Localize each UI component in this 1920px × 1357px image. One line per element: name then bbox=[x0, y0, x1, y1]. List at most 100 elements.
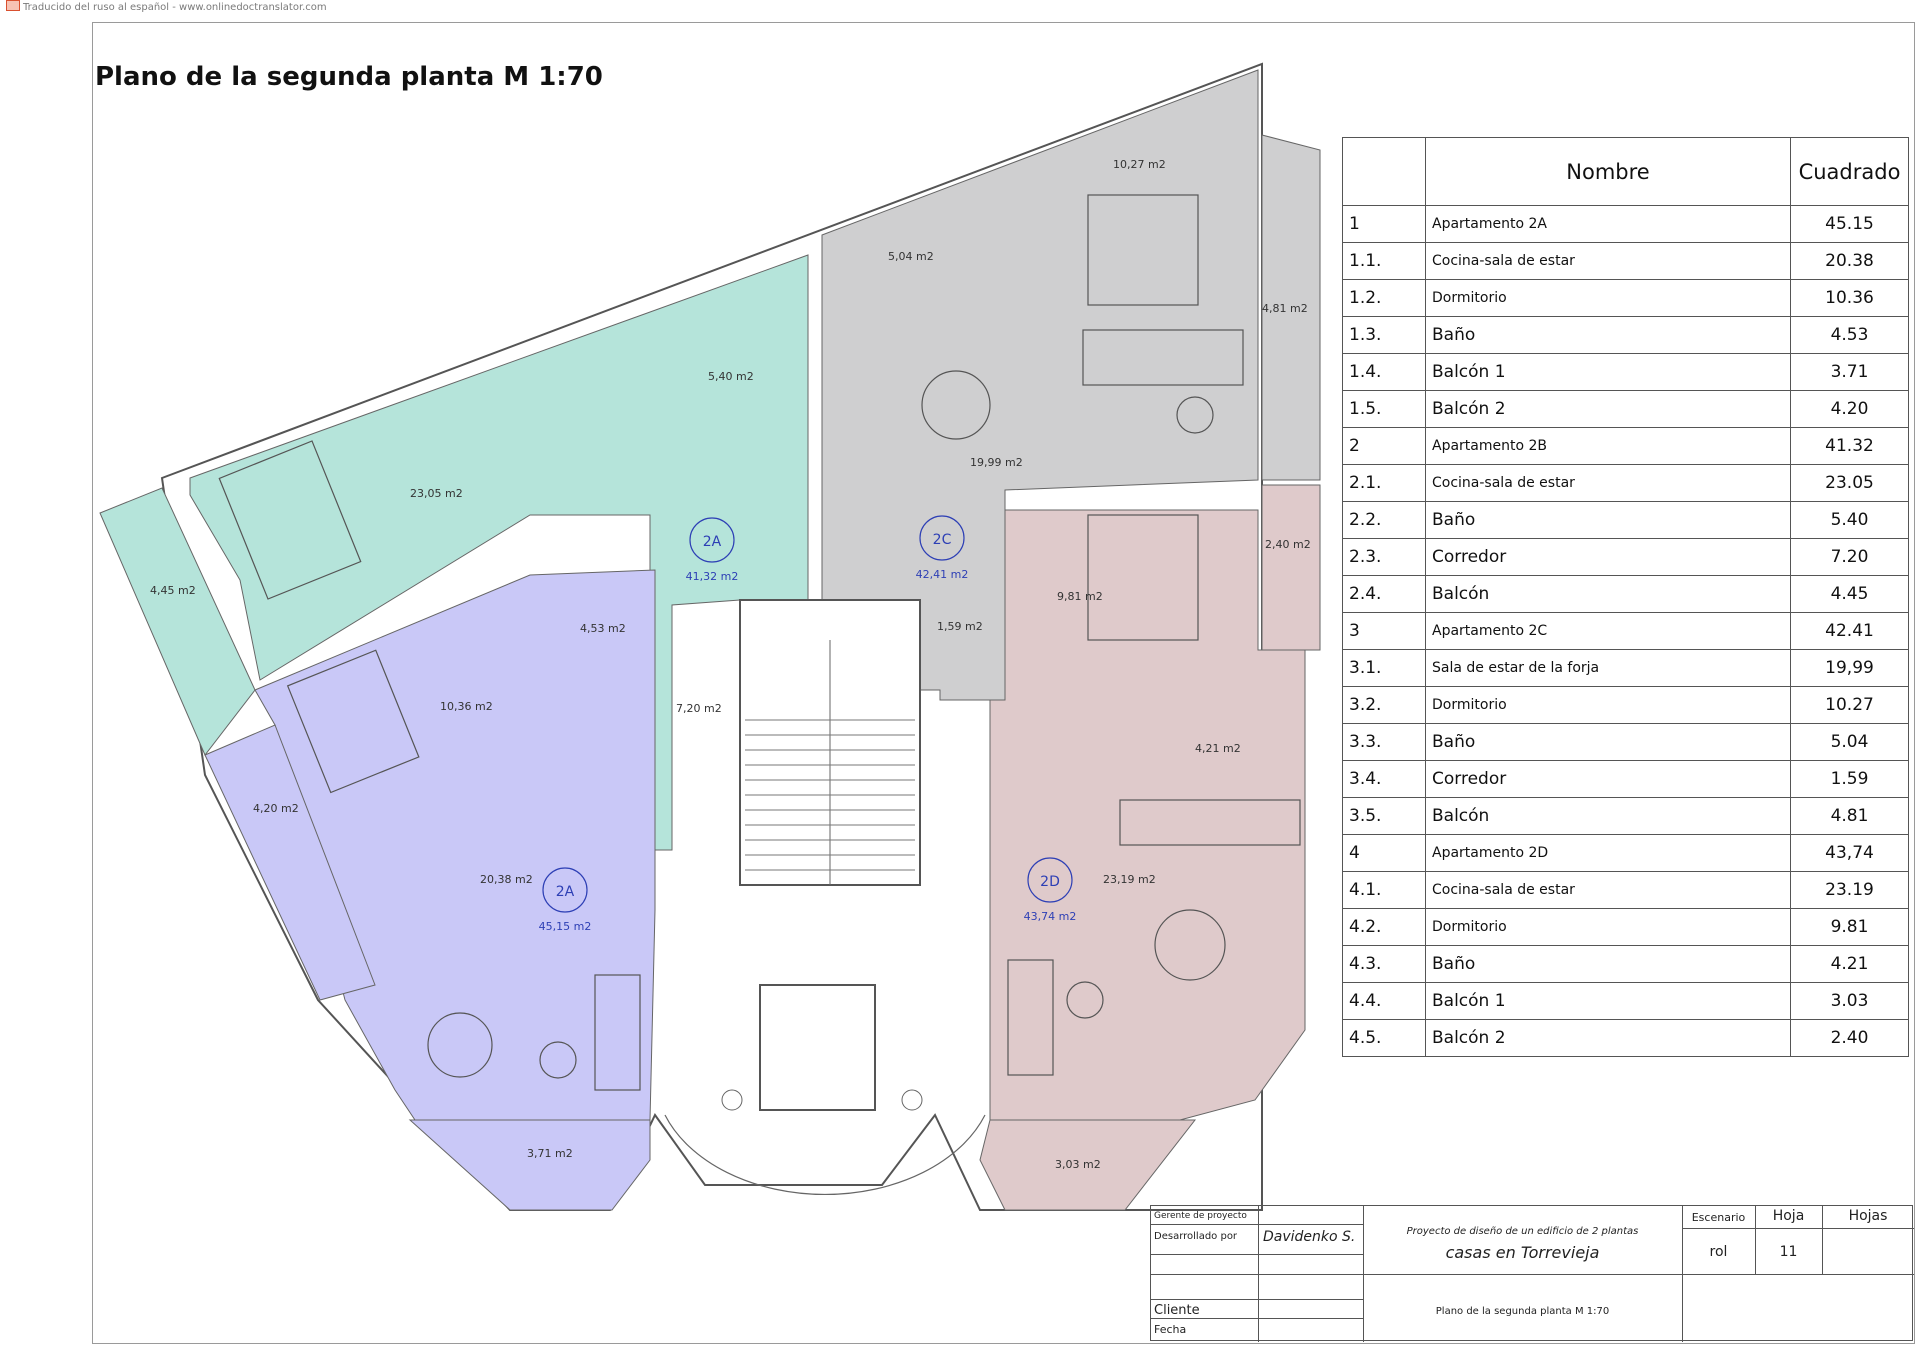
svg-text:41,32 m2: 41,32 m2 bbox=[686, 570, 739, 583]
stool-2a bbox=[539, 1041, 577, 1079]
stool-2d bbox=[1066, 981, 1104, 1019]
apartment-marker-2a: 2A 45,15 m2 bbox=[539, 867, 592, 933]
schedule-cell-name: Dormitorio bbox=[1425, 908, 1791, 946]
schedule-cell-num: 2.3. bbox=[1342, 538, 1426, 576]
schedule-cell-name: Balcón 2 bbox=[1425, 1019, 1791, 1057]
column-left bbox=[721, 1089, 743, 1111]
schedule-cell-num: 3.5. bbox=[1342, 797, 1426, 835]
column-right bbox=[901, 1089, 923, 1111]
stage-label: Escenario bbox=[1691, 1211, 1746, 1224]
sheet-value: 11 bbox=[1779, 1244, 1798, 1260]
schedule-cell-area: 43,74 bbox=[1790, 834, 1909, 872]
schedule-cell-area: 19,99 bbox=[1790, 649, 1909, 687]
banner-text: Traducido del ruso al español - www.onli… bbox=[23, 2, 327, 13]
schedule-cell-area: 4.45 bbox=[1790, 575, 1909, 613]
schedule-cell-area: 4.21 bbox=[1790, 945, 1909, 983]
schedule-cell-num: 1.3. bbox=[1342, 316, 1426, 354]
area-label: 9,81 m2 bbox=[1057, 590, 1103, 603]
furniture bbox=[218, 194, 1301, 1091]
apartment-marker-2d: 2D 43,74 m2 bbox=[1024, 857, 1077, 923]
svg-text:2C: 2C bbox=[933, 532, 952, 548]
schedule-cell-area: 10.27 bbox=[1790, 686, 1909, 724]
schedule-cell-name: Corredor bbox=[1425, 538, 1791, 576]
sofa-2c bbox=[1082, 329, 1244, 386]
drawing-sheet-frame bbox=[92, 22, 1915, 1344]
sofa-2a bbox=[594, 974, 641, 1091]
schedule-cell-name: Cocina-sala de estar bbox=[1425, 871, 1791, 909]
area-label: 23,19 m2 bbox=[1103, 873, 1156, 886]
apartment-2d-zone bbox=[989, 509, 1306, 1121]
area-label: 1,59 m2 bbox=[937, 620, 983, 633]
schedule-cell-name: Apartamento 2A bbox=[1425, 205, 1791, 243]
schedule-cell-area: 42.41 bbox=[1790, 612, 1909, 650]
stool-2c bbox=[1176, 396, 1214, 434]
schedule-cell-num: 3.2. bbox=[1342, 686, 1426, 724]
schedule-cell-num: 3.3. bbox=[1342, 723, 1426, 761]
bed-2b bbox=[218, 440, 362, 600]
bed-2c bbox=[1087, 194, 1199, 306]
developed-by-label: Desarrollado por bbox=[1154, 1231, 1238, 1242]
schedule-cell-area: 23.05 bbox=[1790, 464, 1909, 502]
schedule-cell-area: 41.32 bbox=[1790, 427, 1909, 465]
area-label: 4,81 m2 bbox=[1262, 302, 1308, 315]
schedule-cell-name: Balcón 1 bbox=[1425, 982, 1791, 1020]
schedule-header-area: Cuadrado bbox=[1790, 137, 1909, 206]
area-label: 4,53 m2 bbox=[580, 622, 626, 635]
area-label: 7,20 m2 bbox=[676, 702, 722, 715]
schedule-cell-area: 5.04 bbox=[1790, 723, 1909, 761]
date-label: Fecha bbox=[1154, 1323, 1187, 1336]
schedule-cell-area: 4.53 bbox=[1790, 316, 1909, 354]
sheet-label: Hoja bbox=[1772, 1208, 1805, 1224]
apartment-marker-2c: 2C 42,41 m2 bbox=[916, 515, 969, 581]
schedule-cell-name: Balcón bbox=[1425, 797, 1791, 835]
svg-text:2D: 2D bbox=[1040, 874, 1060, 890]
drawing-title: Plano de la segunda planta M 1:70 bbox=[95, 62, 603, 92]
translation-banner[interactable]: Traducido del ruso al español - www.onli… bbox=[6, 0, 327, 13]
elevator-shaft bbox=[759, 984, 876, 1111]
schedule-header-row: Nombre Cuadrado bbox=[1342, 137, 1909, 206]
area-label: 23,05 m2 bbox=[410, 487, 463, 500]
schedule-cell-num: 3.1. bbox=[1342, 649, 1426, 687]
apartment-2d-balcony1 bbox=[979, 1119, 1197, 1211]
area-label: 5,40 m2 bbox=[708, 370, 754, 383]
area-label: 5,04 m2 bbox=[888, 250, 934, 263]
schedule-header-name: Nombre bbox=[1425, 137, 1791, 206]
svg-text:42,41 m2: 42,41 m2 bbox=[916, 568, 969, 581]
svg-text:2A: 2A bbox=[703, 534, 722, 550]
schedule-cell-num: 2.4. bbox=[1342, 575, 1426, 613]
schedule-cell-num: 3.4. bbox=[1342, 760, 1426, 798]
kitchen-counter-2d bbox=[1119, 799, 1301, 846]
svg-text:45,15 m2: 45,15 m2 bbox=[539, 920, 592, 933]
schedule-cell-name: Baño bbox=[1425, 945, 1791, 983]
schedule-cell-area: 9.81 bbox=[1790, 908, 1909, 946]
schedule-cell-num: 1.1. bbox=[1342, 242, 1426, 280]
schedule-cell-num: 1.5. bbox=[1342, 390, 1426, 428]
schedule-cell-area: 3.03 bbox=[1790, 982, 1909, 1020]
schedule-cell-name: Cocina-sala de estar bbox=[1425, 464, 1791, 502]
table-2d bbox=[1154, 909, 1226, 981]
schedule-cell-area: 4.81 bbox=[1790, 797, 1909, 835]
stair-treads bbox=[745, 719, 915, 871]
bed-2a bbox=[286, 649, 420, 794]
schedule-cell-num: 4.2. bbox=[1342, 908, 1426, 946]
svg-text:43,74 m2: 43,74 m2 bbox=[1024, 910, 1077, 923]
schedule-cell-name: Balcón 2 bbox=[1425, 390, 1791, 428]
schedule-cell-area: 23.19 bbox=[1790, 871, 1909, 909]
title-block: Gerente de proyecto Desarrollado por Dav… bbox=[1150, 1205, 1914, 1342]
schedule-header-num bbox=[1342, 137, 1426, 206]
schedule-cell-area: 10.36 bbox=[1790, 279, 1909, 317]
client-label: Cliente bbox=[1154, 1303, 1200, 1318]
area-label: 20,38 m2 bbox=[480, 873, 533, 886]
project-line-2: casas en Torrevieja bbox=[1445, 1243, 1600, 1262]
